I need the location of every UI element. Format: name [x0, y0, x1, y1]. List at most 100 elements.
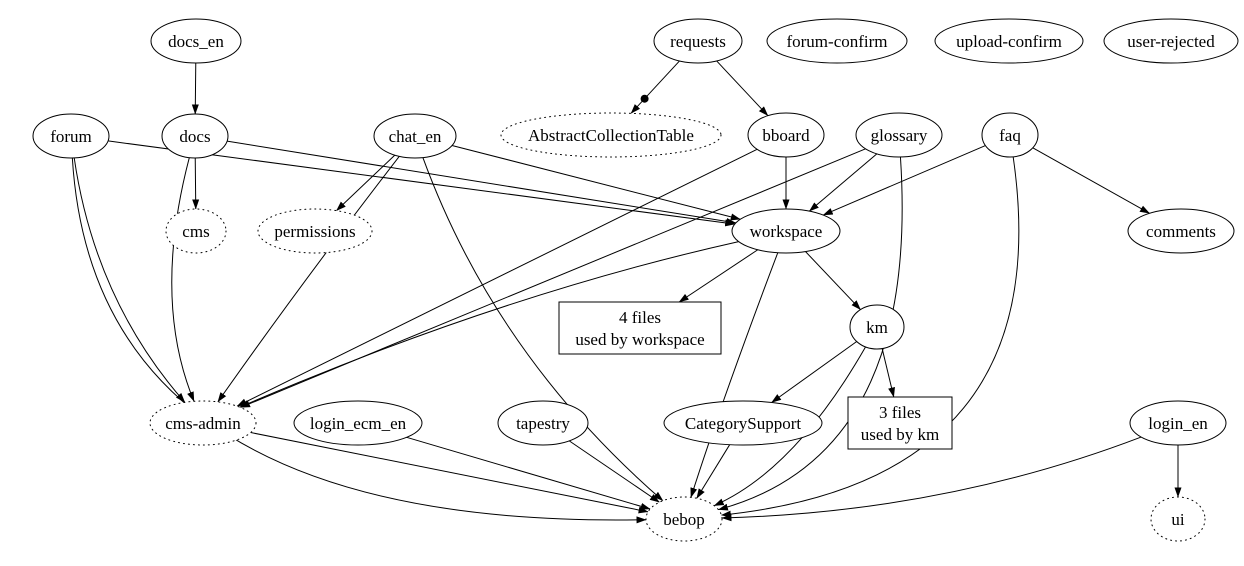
node-upload-confirm: upload-confirm: [934, 18, 1084, 64]
label-AbstractCollectionTable: AbstractCollectionTable: [528, 126, 694, 145]
ellipse-shape-faq: [981, 112, 1039, 158]
label-tapestry: tapestry: [516, 414, 570, 433]
edge-glossary-bebop: [717, 156, 903, 511]
label-chat_en: chat_en: [389, 127, 442, 146]
label-bebop: bebop: [663, 510, 705, 529]
edge-km-files3: [881, 348, 895, 398]
edge-chat_en-permissions: [336, 154, 396, 211]
label-km: km: [866, 318, 888, 337]
node-glossary: glossary: [855, 112, 943, 158]
ellipse-shape-docs_en: [150, 18, 242, 64]
node-bebop: bebop: [645, 496, 723, 542]
edge-requests-bboard: [716, 60, 769, 117]
ellipse-shape-forum: [32, 113, 110, 159]
node-files3: 3 files used by km: [847, 396, 953, 450]
ellipse-shape-cms: [165, 208, 227, 254]
label-workspace: workspace: [750, 222, 823, 241]
ellipse-shape-workspace: [731, 208, 841, 254]
node-workspace: workspace: [731, 208, 841, 254]
ellipse-shape-docs: [161, 113, 229, 159]
label-forum: forum: [50, 127, 92, 146]
label-login_en: login_en: [1148, 414, 1208, 433]
node-user-rejected: user-rejected: [1103, 18, 1239, 64]
ellipse-shape-AbstractCollectionTable: [500, 112, 722, 158]
node-bboard: bboard: [747, 112, 825, 158]
label-CategorySupport: CategorySupport: [685, 414, 801, 433]
edge-CategorySupport-bebop: [696, 444, 731, 499]
edge-km-bebop: [713, 346, 867, 507]
ellipse-shape-forum-confirm: [766, 18, 908, 64]
label-faq: faq: [999, 126, 1021, 145]
label-ui: ui: [1171, 510, 1185, 529]
edge-workspace-km: [805, 251, 861, 310]
label-upload-confirm: upload-confirm: [956, 32, 1062, 51]
box-shape-files3: [847, 396, 953, 450]
label-files3-line2: used by km: [861, 425, 939, 444]
label-bboard: bboard: [762, 126, 810, 145]
label-login_ecm_en: login_ecm_en: [310, 414, 407, 433]
ellipse-shape-upload-confirm: [934, 18, 1084, 64]
ellipse-shape-CategorySupport: [663, 400, 823, 446]
label-glossary: glossary: [871, 126, 928, 145]
ellipse-shape-user-rejected: [1103, 18, 1239, 64]
ellipse-shape-requests: [653, 18, 743, 64]
node-forum: forum: [32, 113, 110, 159]
node-tapestry: tapestry: [497, 400, 589, 446]
label-forum-confirm: forum-confirm: [786, 32, 887, 51]
edge-chat_en-cms-admin: [217, 156, 400, 403]
node-login_ecm_en: login_ecm_en: [293, 400, 423, 446]
node-docs: docs: [161, 113, 229, 159]
edge-workspace-bebop: [690, 252, 779, 498]
node-docs_en: docs_en: [150, 18, 242, 64]
ellipse-shape-chat_en: [373, 113, 457, 159]
edge-glossary-cms-admin: [240, 148, 866, 408]
node-chat_en: chat_en: [373, 113, 457, 159]
node-ui: ui: [1150, 496, 1206, 542]
edge-workspace-files4: [678, 249, 759, 303]
edge-dot-icon: [640, 94, 649, 103]
label-docs_en: docs_en: [168, 32, 224, 51]
node-permissions: permissions: [257, 208, 373, 254]
node-login_en: login_en: [1129, 400, 1227, 446]
node-layer: docs_en requests forum-confirm upload-confi…: [32, 18, 1239, 542]
ellipse-shape-bboard: [747, 112, 825, 158]
label-user-rejected: user-rejected: [1127, 32, 1215, 51]
edge-glossary-workspace: [808, 153, 878, 212]
ellipse-shape-permissions: [257, 208, 373, 254]
ellipse-shape-login_ecm_en: [293, 400, 423, 446]
ellipse-shape-tapestry: [497, 400, 589, 446]
label-files4-line1: 4 files: [619, 308, 661, 327]
node-km: km: [849, 304, 905, 350]
ellipse-shape-bebop: [645, 496, 723, 542]
edge-layer: [71, 60, 1182, 524]
node-CategorySupport: CategorySupport: [663, 400, 823, 446]
ellipse-shape-comments: [1127, 208, 1235, 254]
node-cms: cms: [165, 208, 227, 254]
edge-tapestry-bebop: [568, 440, 660, 503]
edge-bboard-cms-admin: [236, 148, 758, 407]
node-AbstractCollectionTable: AbstractCollectionTable: [500, 112, 722, 158]
ellipse-shape-login_en: [1129, 400, 1227, 446]
edge-faq-bebop: [720, 156, 1020, 518]
edge-workspace-cms-admin: [239, 241, 739, 408]
edge-cms-admin-bebop: [250, 432, 649, 514]
node-forum-confirm: forum-confirm: [766, 18, 908, 64]
edge-docs_en-docs: [191, 62, 199, 115]
edge-forum-cms-admin: [73, 157, 186, 403]
edge-chat_en-bebop: [422, 157, 664, 502]
edge-requests-AbstractCollectionTable: [630, 60, 680, 114]
label-requests: requests: [670, 32, 726, 51]
label-files3-line1: 3 files: [879, 403, 921, 422]
node-comments: comments: [1127, 208, 1235, 254]
box-shape-files4: [558, 301, 722, 355]
edge-login_en-bebop: [721, 436, 1142, 522]
node-requests: requests: [653, 18, 743, 64]
edge-faq-workspace: [822, 145, 986, 216]
label-cms: cms: [182, 222, 209, 241]
node-cms-admin: cms-admin: [149, 400, 257, 446]
edge-docs-cms-admin: [171, 157, 195, 402]
node-faq: faq: [981, 112, 1039, 158]
label-comments: comments: [1146, 222, 1216, 241]
